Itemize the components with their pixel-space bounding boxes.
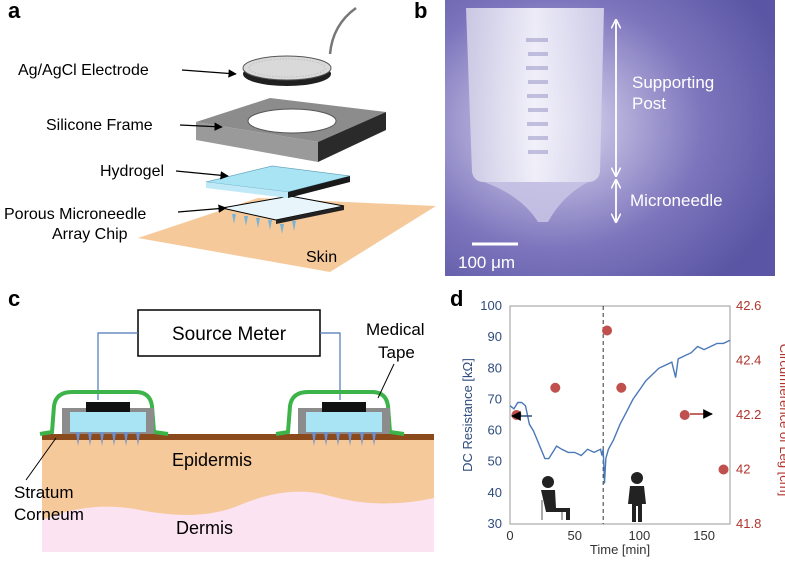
frame-label: Silicone Frame	[46, 117, 153, 134]
left-axis-label: DC Resistance [kΩ]	[460, 358, 475, 472]
stratum-leader-line	[25, 437, 57, 481]
electrode-arrow	[181, 69, 237, 78]
electrode-label: Ag/AgCl Electrode	[18, 62, 149, 79]
hydrogel-arrow	[175, 170, 229, 180]
dermis-layer	[42, 491, 434, 552]
panel-b: b Supporting Post Microneedle 100 μm	[414, 0, 775, 276]
stratum-corneum-layer	[42, 434, 434, 440]
source-meter-wire-right	[320, 332, 341, 400]
skin-layer	[138, 198, 436, 272]
circumference-point	[616, 382, 627, 393]
sitting-person-icon	[541, 476, 570, 520]
chip-label-line1: Porous Microneedle	[4, 206, 146, 223]
device-left	[39, 390, 169, 446]
stratum-label-line2: Corneum	[14, 505, 84, 524]
right-tick-label: 41.8	[736, 516, 761, 531]
electrode-disc	[242, 6, 357, 86]
source-meter-box	[137, 309, 321, 357]
chip-label-line2: Array Chip	[52, 226, 128, 243]
dermis-label: Dermis	[176, 518, 233, 538]
post-label-line2: Post	[632, 94, 666, 113]
right-axis-ticks: 41.8 42 42.2 42.4 42.6	[736, 298, 761, 531]
right-axis-label: Circumference of Leg [cm]	[777, 344, 785, 496]
left-tick-label: 100	[480, 298, 502, 313]
left-tick-label: 50	[488, 454, 502, 469]
left-tick-label: 70	[488, 391, 502, 406]
panel-a: a Skin	[4, 0, 436, 272]
circumference-point	[679, 410, 690, 420]
hydrogel-label: Hydrogel	[100, 163, 164, 180]
x-tick-label: 150	[693, 528, 715, 543]
right-tick-label: 42.4	[736, 353, 761, 368]
post-pores	[526, 38, 548, 154]
circumference-point	[718, 464, 729, 475]
hydrogel-layer	[205, 165, 351, 198]
stratum-label-line1: Stratum	[14, 483, 74, 502]
skin-label: Skin	[306, 249, 337, 266]
chip-arrow	[177, 204, 227, 213]
panel-d-letter: d	[450, 286, 463, 311]
right-tick-label: 42.6	[736, 298, 761, 313]
left-tick-label: 30	[488, 516, 502, 531]
x-tick-label: 50	[567, 528, 581, 543]
right-tick-label: 42.2	[736, 407, 761, 422]
circumference-point	[550, 382, 561, 393]
device-right	[275, 390, 405, 446]
tape-label-line2: Tape	[378, 343, 415, 362]
standing-person-icon	[628, 472, 646, 522]
left-tick-label: 90	[488, 329, 502, 344]
panel-c-letter: c	[8, 286, 20, 311]
left-tick-label: 80	[488, 360, 502, 375]
epidermis-label: Epidermis	[172, 450, 252, 470]
frame-arrow	[179, 122, 223, 131]
source-meter-wire-left	[97, 332, 138, 400]
microneedle-tip	[484, 182, 588, 222]
needle-label: Microneedle	[630, 191, 723, 210]
microneedle-chip	[221, 195, 345, 234]
x-tick-label: 0	[506, 528, 513, 543]
panel-d: d 0 50 100 150 30 40 50 60 70 80 90 100 41.8 42 42.2…	[450, 286, 785, 557]
x-tick-label: 100	[629, 528, 651, 543]
x-axis-label: Time [min]	[590, 542, 650, 557]
circumference-point	[602, 325, 613, 336]
scale-bar-label: 100 μm	[458, 253, 515, 272]
circumference-point	[511, 410, 522, 420]
left-tick-label: 40	[488, 485, 502, 500]
post-label-line1: Supporting	[632, 73, 714, 92]
silicone-frame	[196, 98, 386, 162]
resistance-series-line	[509, 339, 731, 484]
panel-a-letter: a	[8, 0, 21, 23]
left-tick-label: 60	[488, 423, 502, 438]
tape-leader-line	[377, 363, 395, 399]
left-axis-ticks: 30 40 50 60 70 80 90 100	[480, 298, 502, 531]
tape-label-line1: Medical	[366, 320, 425, 339]
panel-c: c Source Meter	[8, 286, 434, 552]
x-axis-ticks: 0 50 100 150	[506, 528, 715, 543]
source-meter-label: Source Meter	[172, 324, 287, 345]
panel-b-letter: b	[414, 0, 427, 23]
right-tick-label: 42	[736, 462, 750, 477]
